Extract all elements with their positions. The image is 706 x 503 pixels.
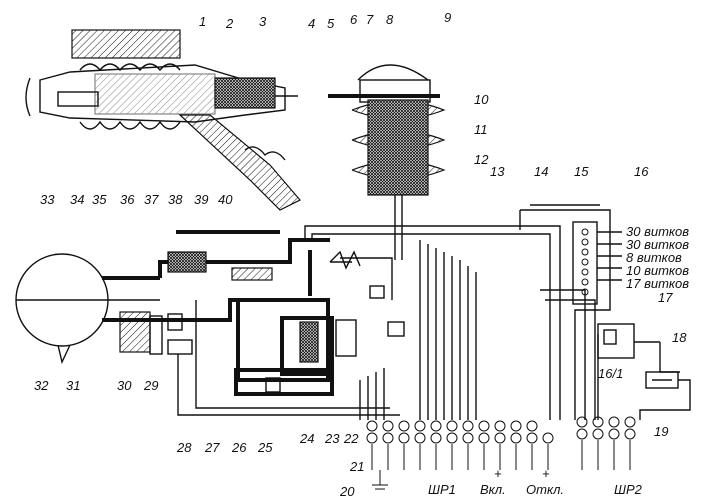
label-16-1: 16/1 <box>598 366 623 381</box>
winding-label: 8 витков <box>626 250 682 265</box>
label-14: 14 <box>534 164 548 179</box>
connector-label-on: Вкл. <box>480 482 506 497</box>
relay <box>597 323 680 373</box>
terminal-board <box>572 221 622 305</box>
lower-left-parts <box>119 300 400 416</box>
bushing-assembly <box>25 29 301 211</box>
sphere-tank <box>15 253 210 365</box>
plus-sign: + <box>542 466 550 481</box>
connector-shr1 <box>366 420 554 490</box>
label-30: 30 <box>117 378 132 393</box>
label-32: 32 <box>34 378 49 393</box>
label-40: 40 <box>218 192 233 207</box>
label-33: 33 <box>40 192 55 207</box>
label-28: 28 <box>176 440 192 455</box>
label-12: 12 <box>474 152 489 167</box>
wiring-harness <box>304 204 611 420</box>
label-5: 5 <box>327 16 335 31</box>
label-31: 31 <box>66 378 80 393</box>
label-3: 3 <box>259 14 267 29</box>
label-37: 37 <box>144 192 159 207</box>
label-26: 26 <box>231 440 247 455</box>
label-6: 6 <box>350 12 358 27</box>
label-24: 24 <box>299 431 314 446</box>
label-36: 36 <box>120 192 135 207</box>
label-35: 35 <box>92 192 107 207</box>
part-labels: 1 2 3 4 5 6 7 8 9 10 11 12 13 14 15 16 1… <box>34 10 687 499</box>
winding-label: 10 витков <box>626 263 689 278</box>
winding-label: 30 витков <box>626 237 689 252</box>
label-1: 1 <box>199 14 206 29</box>
label-9: 9 <box>444 10 451 25</box>
label-17: 17 <box>658 290 673 305</box>
label-21: 21 <box>349 459 364 474</box>
mechanism-body <box>158 230 405 396</box>
label-2: 2 <box>225 16 234 31</box>
label-8: 8 <box>386 12 394 27</box>
label-29: 29 <box>143 378 158 393</box>
connector-shr2 <box>576 416 636 470</box>
label-13: 13 <box>490 164 505 179</box>
connector-label-shr1: ШР1 <box>428 482 456 497</box>
label-22: 22 <box>343 431 359 446</box>
label-27: 27 <box>204 440 220 455</box>
plus-sign: + <box>494 466 502 481</box>
label-23: 23 <box>324 431 340 446</box>
winding-label: 30 витков <box>626 224 689 239</box>
connector-labels: ШР1 Вкл. Откл. ШР2 + + <box>428 466 643 497</box>
winding-label: 17 витков <box>626 276 689 291</box>
label-25: 25 <box>257 440 273 455</box>
label-34: 34 <box>70 192 84 207</box>
label-4: 4 <box>308 16 315 31</box>
label-19: 19 <box>654 424 668 439</box>
connector-label-shr2: ШР2 <box>614 482 643 497</box>
label-16: 16 <box>634 164 649 179</box>
label-11: 11 <box>474 122 488 137</box>
label-38: 38 <box>168 192 183 207</box>
label-39: 39 <box>194 192 208 207</box>
resistor <box>639 371 691 420</box>
connector-label-off: Откл. <box>526 482 564 497</box>
label-18: 18 <box>672 330 687 345</box>
label-10: 10 <box>474 92 489 107</box>
label-15: 15 <box>574 164 589 179</box>
winding-labels: 30 витков 30 витков 8 витков 10 витков 1… <box>626 224 689 291</box>
label-20: 20 <box>339 484 355 499</box>
insulator <box>328 64 446 260</box>
label-7: 7 <box>366 12 374 27</box>
